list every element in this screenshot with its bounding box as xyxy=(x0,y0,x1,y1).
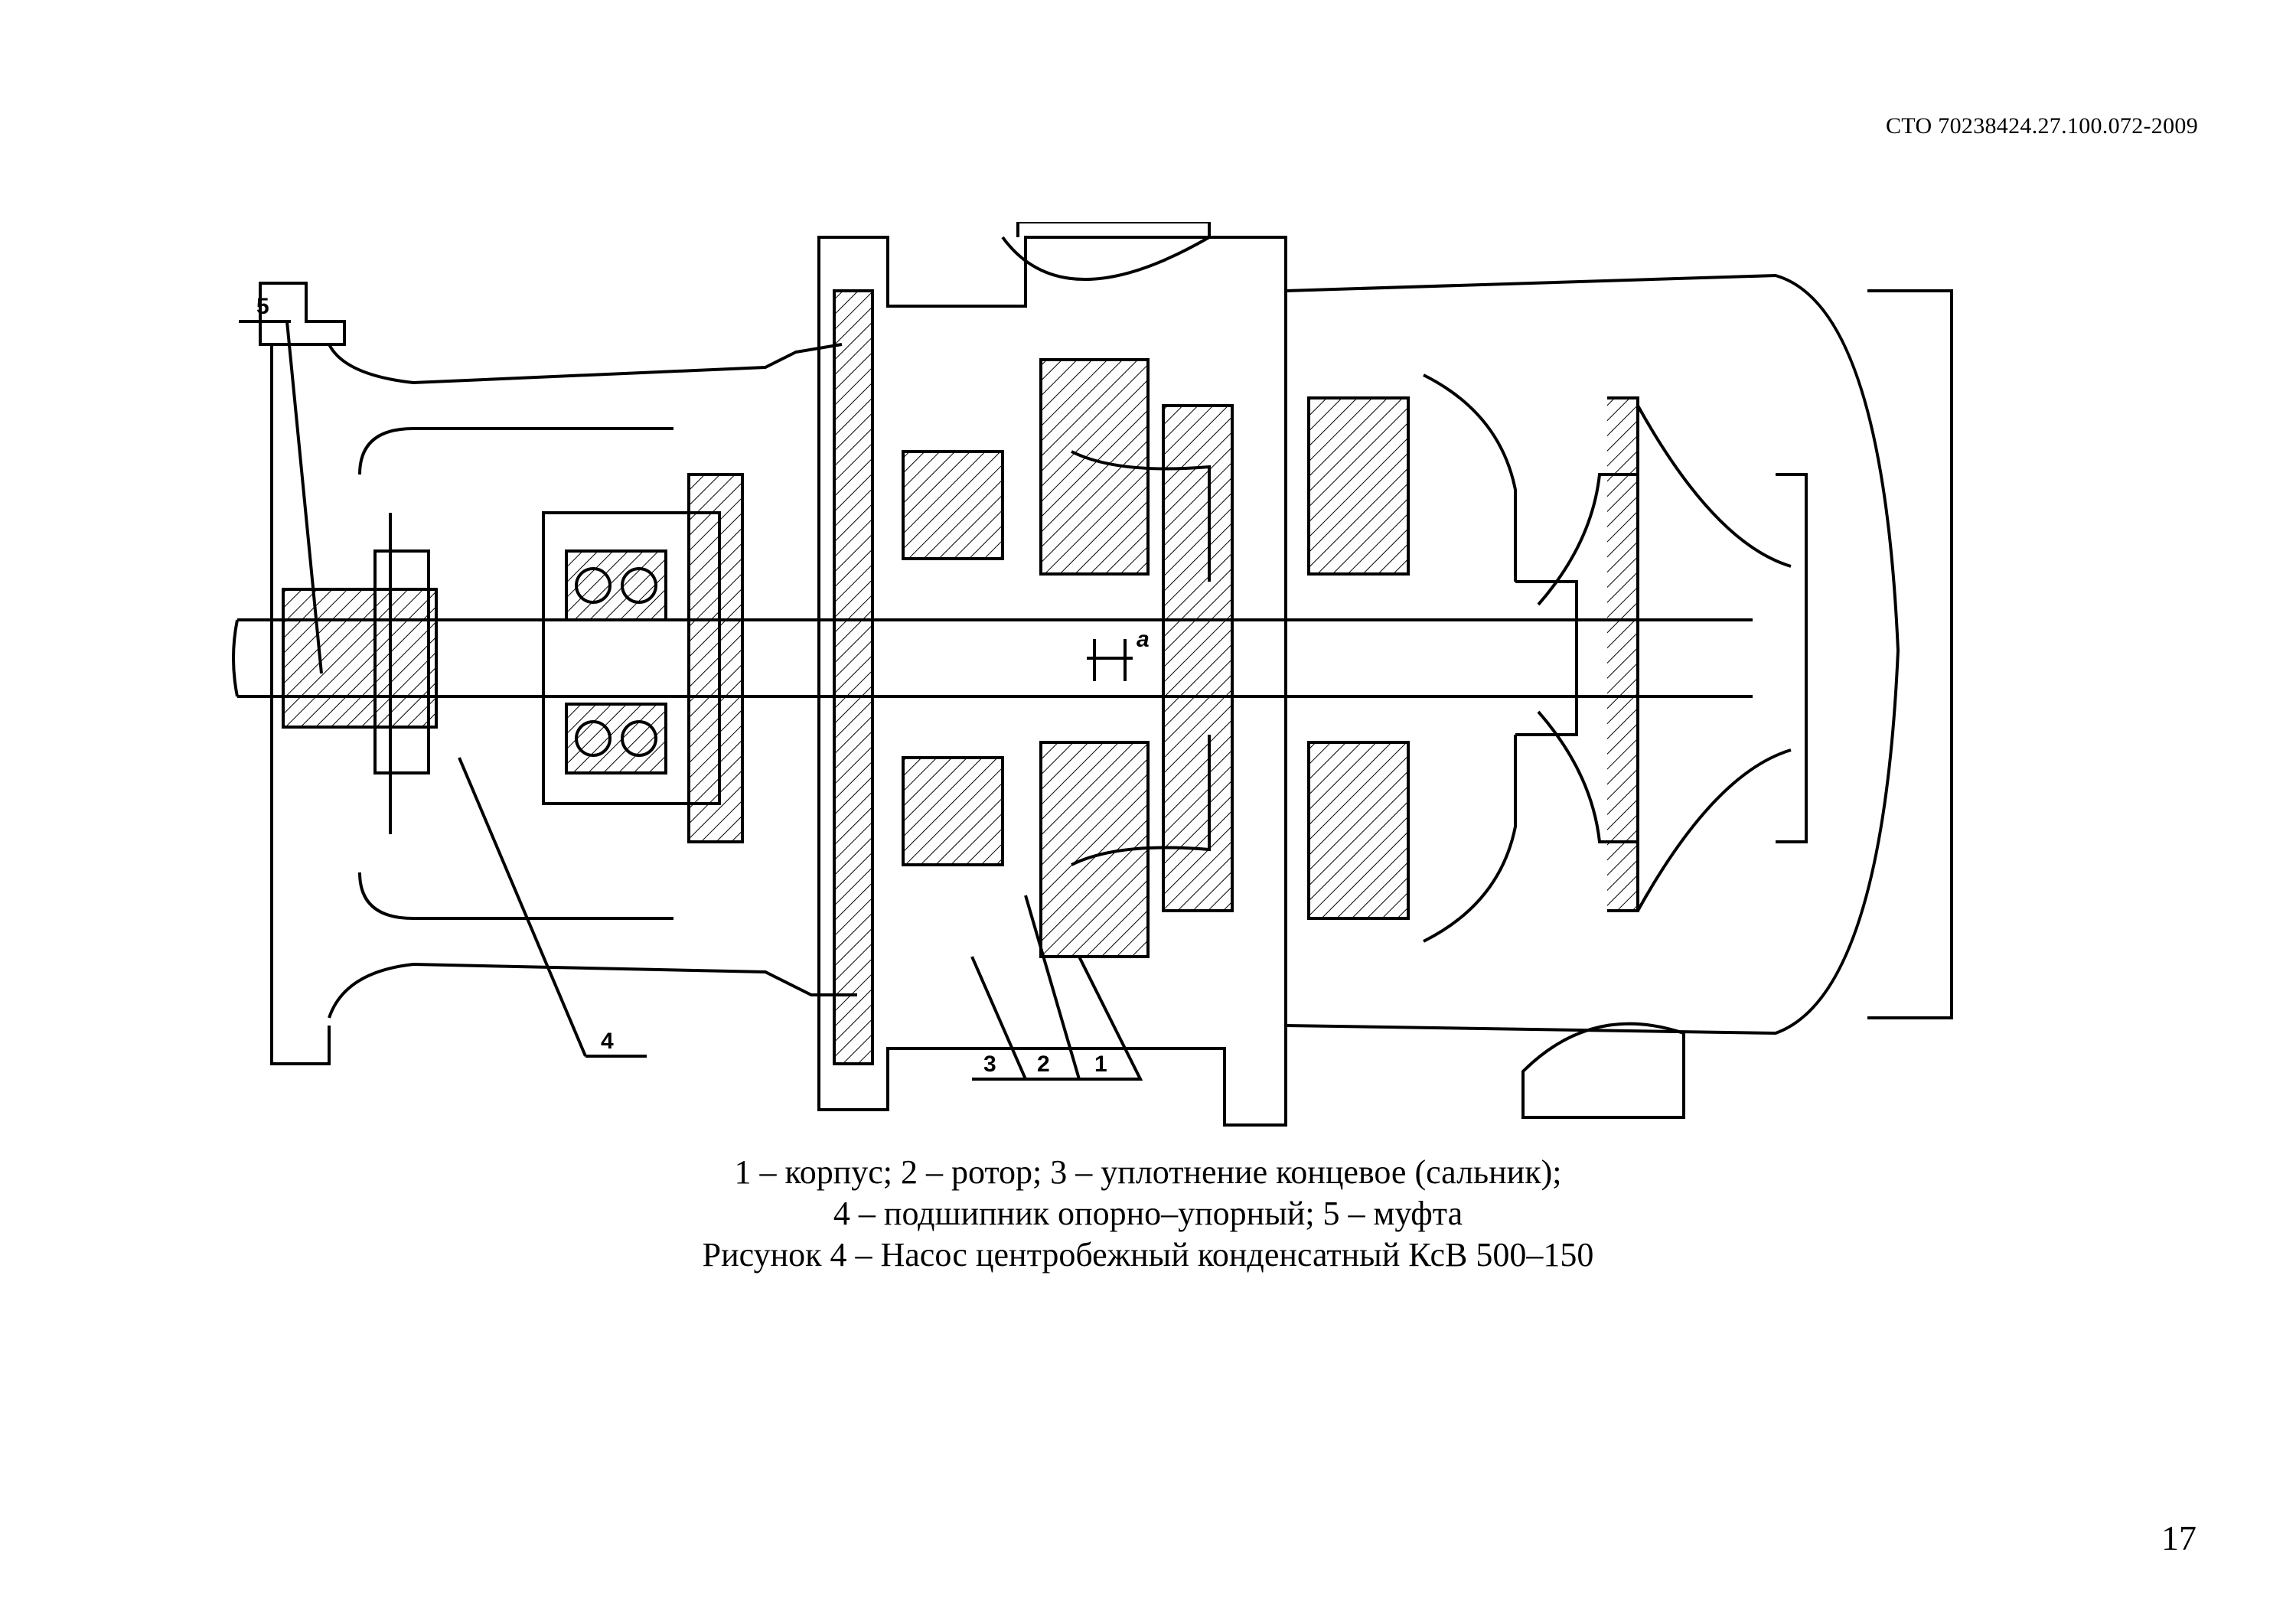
part-label-bearing: 4 xyxy=(601,1029,614,1054)
part-label-rotor: 2 xyxy=(1037,1052,1050,1077)
gap-dimension-label: a xyxy=(1137,627,1150,652)
pump-cross-section-drawing: 5 4 3 2 1 a xyxy=(214,222,2112,1133)
document-code: СТО 70238424.27.100.072-2009 xyxy=(1886,113,2198,139)
technical-drawing: 5 4 3 2 1 a xyxy=(232,222,1953,1127)
part-label-seal: 3 xyxy=(983,1052,996,1077)
drawing-linework xyxy=(232,222,1953,1127)
page-number: 17 xyxy=(2161,1518,2197,1557)
caption-figure-title: Рисунок 4 – Насос центробежный конденсат… xyxy=(702,1236,1594,1273)
figure-caption: 1 – корпус; 2 – ротор; 3 – уплотнение ко… xyxy=(0,1152,2296,1276)
caption-legend-line-2: 4 – подшипник опорно–упорный; 5 – муфта xyxy=(833,1195,1463,1232)
caption-legend-line-1: 1 – корпус; 2 – ротор; 3 – уплотнение ко… xyxy=(734,1153,1562,1191)
part-label-coupling: 5 xyxy=(256,294,269,319)
part-label-casing: 1 xyxy=(1094,1052,1107,1077)
